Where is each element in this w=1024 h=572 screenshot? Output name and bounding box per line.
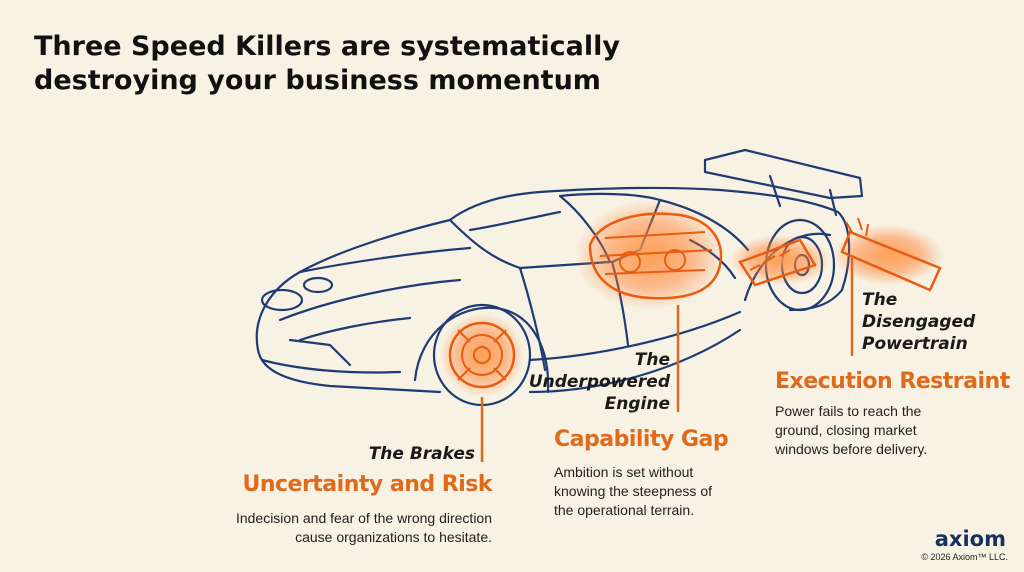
page-title: Three Speed Killers are systematically d… [34, 30, 674, 98]
engine-part-name-line-1: The [634, 350, 670, 370]
powertrain-highlight [730, 217, 943, 292]
engine-part-name-line-3: Engine [604, 394, 670, 414]
engine-part-name-line-2: Underpowered [528, 372, 670, 392]
powertrain-desc-line-3: windows before delivery. [775, 441, 928, 457]
engine-part-name: The Underpowered Engine [500, 349, 670, 415]
engine-desc-line-3: the operational terrain. [554, 502, 695, 518]
powertrain-part-name-line-2: Disengaged [862, 312, 976, 332]
brake-highlight [440, 313, 524, 397]
powertrain-desc-line-1: Power fails to reach the [775, 403, 922, 419]
powertrain-desc-line-2: ground, closing market [775, 422, 917, 438]
engine-highlight [575, 200, 725, 310]
brakes-description: Indecision and fear of the wrong directi… [150, 509, 492, 547]
powertrain-part-name-line-3: Powertrain [862, 334, 968, 354]
brakes-heading: Uncertainty and Risk [242, 472, 492, 497]
powertrain-heading: Execution Restraint [775, 369, 1010, 394]
leader-lines [480, 258, 854, 462]
brakes-part-name: The Brakes [368, 444, 475, 464]
brakes-desc-line-2: cause organizations to hesitate. [295, 529, 492, 545]
copyright-notice: © 2026 Axiom™ LLC. [921, 552, 1008, 562]
engine-desc-line-1: Ambition is set without [554, 464, 694, 480]
engine-heading: Capability Gap [554, 427, 729, 452]
title-line-1: Three Speed Killers are systematically [34, 31, 620, 62]
engine-desc-line-2: knowing the steepness of [554, 483, 712, 499]
engine-description: Ambition is set without knowing the stee… [554, 463, 754, 520]
axiom-logo: axiom [934, 527, 1006, 551]
powertrain-part-name: The Disengaged Powertrain [862, 289, 1002, 355]
title-line-2: destroying your business momentum [34, 65, 601, 96]
powertrain-description: Power fails to reach the ground, closing… [775, 402, 995, 459]
powertrain-part-name-line-1: The [862, 290, 898, 310]
brakes-desc-line-1: Indecision and fear of the wrong directi… [235, 510, 492, 526]
